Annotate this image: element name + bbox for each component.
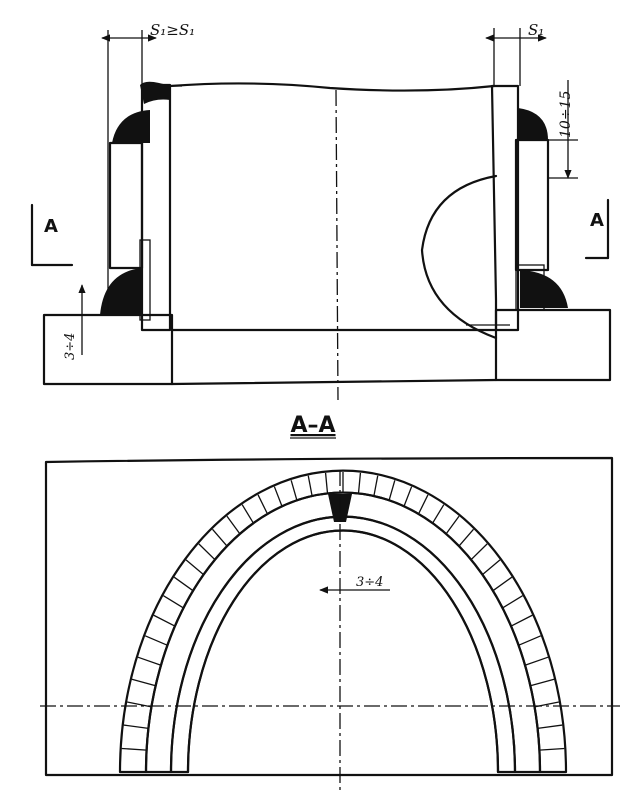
weld-bead-tick xyxy=(537,724,563,729)
weld-bead-tick xyxy=(481,559,501,576)
weld-bead-tick xyxy=(470,543,488,561)
inner-bore xyxy=(186,529,500,774)
weld-bead-tick xyxy=(121,747,147,751)
weld-bead-tick xyxy=(307,475,313,497)
right-upper-weld xyxy=(518,108,548,140)
weld-bead-tick xyxy=(198,543,216,561)
weld-bead-tick xyxy=(290,480,298,501)
weld-bead-tick xyxy=(131,678,156,687)
weld-bead-tick xyxy=(123,724,149,729)
dim-left-thickness: S₁≥S₁ xyxy=(150,21,195,39)
weld-bead-tick xyxy=(524,656,549,666)
weld-bead-tick xyxy=(257,494,269,515)
weld-bead-tick xyxy=(185,559,205,576)
left-sleeve xyxy=(108,141,144,270)
section-marker-right: A xyxy=(590,210,604,231)
left-upper-weld xyxy=(112,110,150,143)
dim-left-height: 3÷4 xyxy=(63,333,78,360)
weld-bead-tick xyxy=(373,475,379,497)
branch-opening-outline xyxy=(420,174,498,340)
weld-bead-tick xyxy=(153,614,176,627)
weld-bead-tick xyxy=(502,595,523,609)
weld-bead-tick xyxy=(163,595,184,609)
weld-bead-tick xyxy=(530,678,555,687)
right-lower-weld xyxy=(520,270,568,308)
weld-bead-tick xyxy=(357,472,362,494)
right-sleeve xyxy=(514,138,550,272)
weld-bead-tick xyxy=(388,480,396,501)
dim-right-thickness: S₁ xyxy=(528,21,544,39)
pipe-top-outline xyxy=(168,82,496,92)
dim-weld-length: 10÷15 xyxy=(558,91,574,138)
left-lower-weld xyxy=(100,268,142,315)
weld-bead-tick xyxy=(324,472,329,494)
section-marker-left: A xyxy=(44,216,58,237)
weld-bead-scallops xyxy=(121,472,565,773)
pipe-ring xyxy=(169,515,517,774)
weld-bead-tick xyxy=(417,494,429,515)
cross-section-a-a: A–A 3÷4 xyxy=(40,413,620,790)
section-title: A–A xyxy=(290,413,335,438)
dim-gap: 3÷4 xyxy=(356,575,383,590)
section-plate xyxy=(44,456,614,777)
weld-bead-tick xyxy=(127,701,152,708)
weld-bead-tick xyxy=(492,576,513,592)
weld-bead-tick xyxy=(273,486,283,507)
weld-bead-tick xyxy=(518,635,542,646)
weld-bead-tick xyxy=(241,504,255,524)
weld-bead-tick xyxy=(539,747,565,751)
weld-bead-tick xyxy=(458,528,474,547)
weld-bead-tick xyxy=(403,486,413,507)
weld-bead-tick xyxy=(173,576,194,592)
top-center-axis xyxy=(335,89,339,401)
bore-bottom-line xyxy=(170,378,498,386)
longitudinal-section: S₁≥S₁ S₁ 10÷15 A A xyxy=(30,21,612,401)
weld-bead-tick xyxy=(226,515,241,535)
left-top-weld xyxy=(140,81,170,104)
weld-bead-tick xyxy=(144,635,168,646)
weld-bead-tick xyxy=(510,614,533,627)
weld-bead-tick xyxy=(445,515,460,535)
right-pipe-wall xyxy=(490,84,520,332)
right-base-plate xyxy=(494,308,612,382)
weld-bead-tick xyxy=(212,528,228,547)
weld-bead-tick xyxy=(137,656,162,666)
weld-bead-tick xyxy=(431,504,445,524)
